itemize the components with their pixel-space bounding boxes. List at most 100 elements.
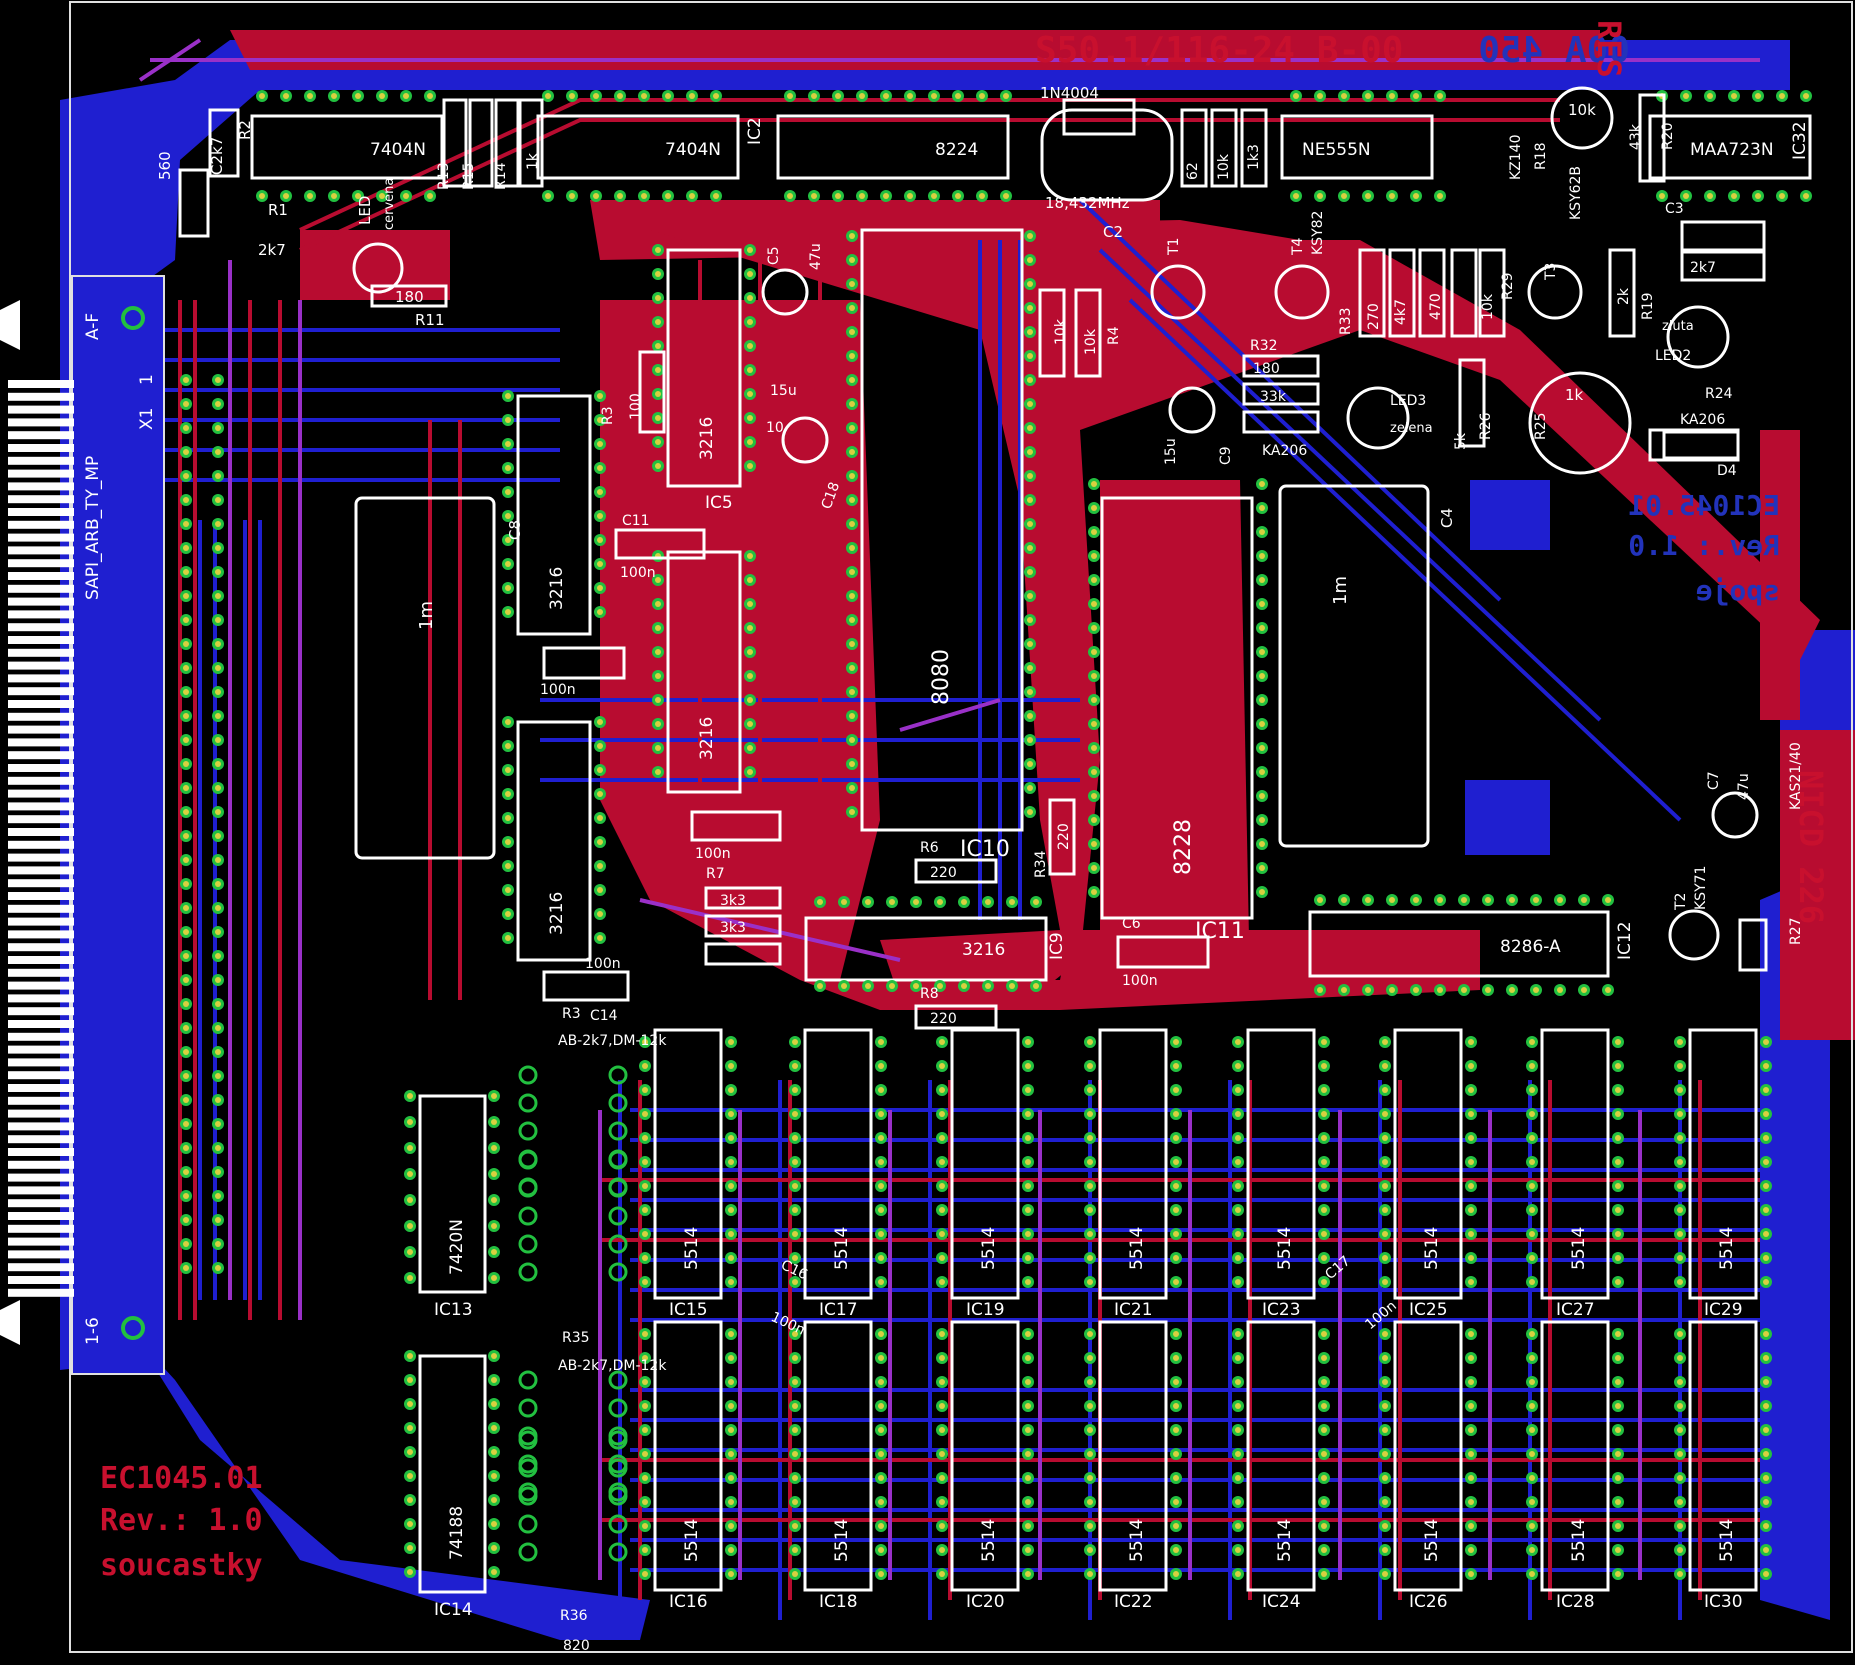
pad-hole: [1235, 1547, 1241, 1553]
pad-hole: [215, 1121, 221, 1127]
ram-chip-ref: IC22: [1114, 1592, 1153, 1612]
pad-hole: [491, 1449, 497, 1455]
pad-hole: [215, 1169, 221, 1175]
pad-hole: [545, 193, 551, 199]
pad-hole: [1025, 1475, 1031, 1481]
pad-hole: [641, 193, 647, 199]
pad-hole: [1235, 1355, 1241, 1361]
pad-hole: [811, 93, 817, 99]
pad-hole: [215, 737, 221, 743]
connector-finger: [8, 879, 74, 888]
pad: [608, 1206, 628, 1226]
pad-hole: [665, 193, 671, 199]
lbl-c12v: 100n: [540, 682, 576, 698]
pad-hole: [747, 271, 753, 277]
pad-hole: [1731, 193, 1737, 199]
pad-hole: [491, 1425, 497, 1431]
pad-hole: [1529, 1355, 1535, 1361]
lbl-r11: R11: [415, 311, 445, 329]
pad-hole: [849, 353, 855, 359]
pad-hole: [931, 93, 937, 99]
pad-hole: [655, 577, 661, 583]
ic14-ref: IC14: [434, 1600, 473, 1620]
pad-hole: [878, 1571, 884, 1577]
pad-hole: [403, 93, 409, 99]
pad-hole: [183, 857, 189, 863]
pad-hole: [491, 1275, 497, 1281]
pad: [518, 1262, 538, 1282]
pad-hole: [1091, 745, 1097, 751]
pad-hole: [1468, 1499, 1474, 1505]
pad-hole: [1259, 625, 1265, 631]
pad: [608, 1514, 628, 1534]
lbl-r35: R35: [562, 1330, 590, 1346]
pad-hole: [1087, 1451, 1093, 1457]
ic9-ref: IC9: [1047, 932, 1067, 960]
pad-hole: [1683, 193, 1689, 199]
ram-bottom-row: 5514IC165514IC185514IC205514IC225514IC24…: [639, 1320, 1772, 1612]
pad-hole: [215, 857, 221, 863]
pad-hole: [849, 593, 855, 599]
pad: [518, 1206, 538, 1226]
pad-hole: [841, 983, 847, 989]
title-res: RES: [1590, 20, 1628, 78]
pad-hole: [955, 93, 961, 99]
pad-hole: [215, 545, 221, 551]
lbl-c6v: 100n: [1122, 973, 1158, 989]
lbl-r13: R13: [436, 162, 452, 190]
pad-hole: [183, 809, 189, 815]
pad-hole: [747, 247, 753, 253]
pad-hole: [1615, 1331, 1621, 1337]
pad-hole: [1468, 1547, 1474, 1553]
pad-hole: [878, 1403, 884, 1409]
pad-hole: [1259, 673, 1265, 679]
pad-hole: [215, 809, 221, 815]
pad-hole: [1763, 1379, 1769, 1385]
pad-hole: [505, 441, 511, 447]
ram-chip-outline: [1540, 1320, 1610, 1592]
pad-hole: [792, 1207, 798, 1213]
lbl-d4: D4: [1717, 463, 1737, 479]
ram-top-row: 5514IC155514IC175514IC195514IC215514IC23…: [639, 1028, 1772, 1320]
pad-hole: [597, 441, 603, 447]
pad-hole: [1027, 473, 1033, 479]
pad-hole: [183, 881, 189, 887]
pad-hole: [215, 953, 221, 959]
pad-hole: [655, 343, 661, 349]
pad-hole: [1382, 1475, 1388, 1481]
pad-hole: [655, 415, 661, 421]
pad: [518, 1121, 538, 1141]
overlap-traces: [138, 38, 1760, 1580]
connector-finger: [8, 764, 74, 772]
lbl-t1: T1: [1166, 238, 1182, 256]
pad-hole: [728, 1279, 734, 1285]
pad-hole: [1677, 1279, 1683, 1285]
pad-hole: [215, 977, 221, 983]
pad-hole: [1615, 1111, 1621, 1117]
ram-chip-name: 5514: [1275, 1519, 1295, 1562]
ram-chip-name: 5514: [1717, 1519, 1737, 1562]
pad-hole: [1605, 987, 1611, 993]
title-right-layer: spoje: [1696, 574, 1780, 607]
pad-hole: [939, 1475, 945, 1481]
pad-hole: [955, 193, 961, 199]
title-right-rev: Rev.: 1.0: [1628, 529, 1780, 562]
pad-hole: [849, 617, 855, 623]
pad-hole: [1677, 1255, 1683, 1261]
pad-hole: [1382, 1255, 1388, 1261]
pad-hole: [1025, 1379, 1031, 1385]
pad-hole: [1382, 1135, 1388, 1141]
pad-hole: [939, 1183, 945, 1189]
ram-chip-ref: IC23: [1262, 1300, 1301, 1320]
pad-hole: [792, 1403, 798, 1409]
pad-hole: [491, 1545, 497, 1551]
pad-hole: [1677, 1331, 1683, 1337]
pad-hole: [1027, 329, 1033, 335]
pad-hole: [1615, 1255, 1621, 1261]
lbl-t4t: KSY82: [1310, 211, 1326, 255]
pad-hole: [878, 1475, 884, 1481]
pad-hole: [1027, 425, 1033, 431]
pad-hole: [713, 93, 719, 99]
connector-name: SAPI_ARB_TY_MP: [83, 456, 103, 600]
